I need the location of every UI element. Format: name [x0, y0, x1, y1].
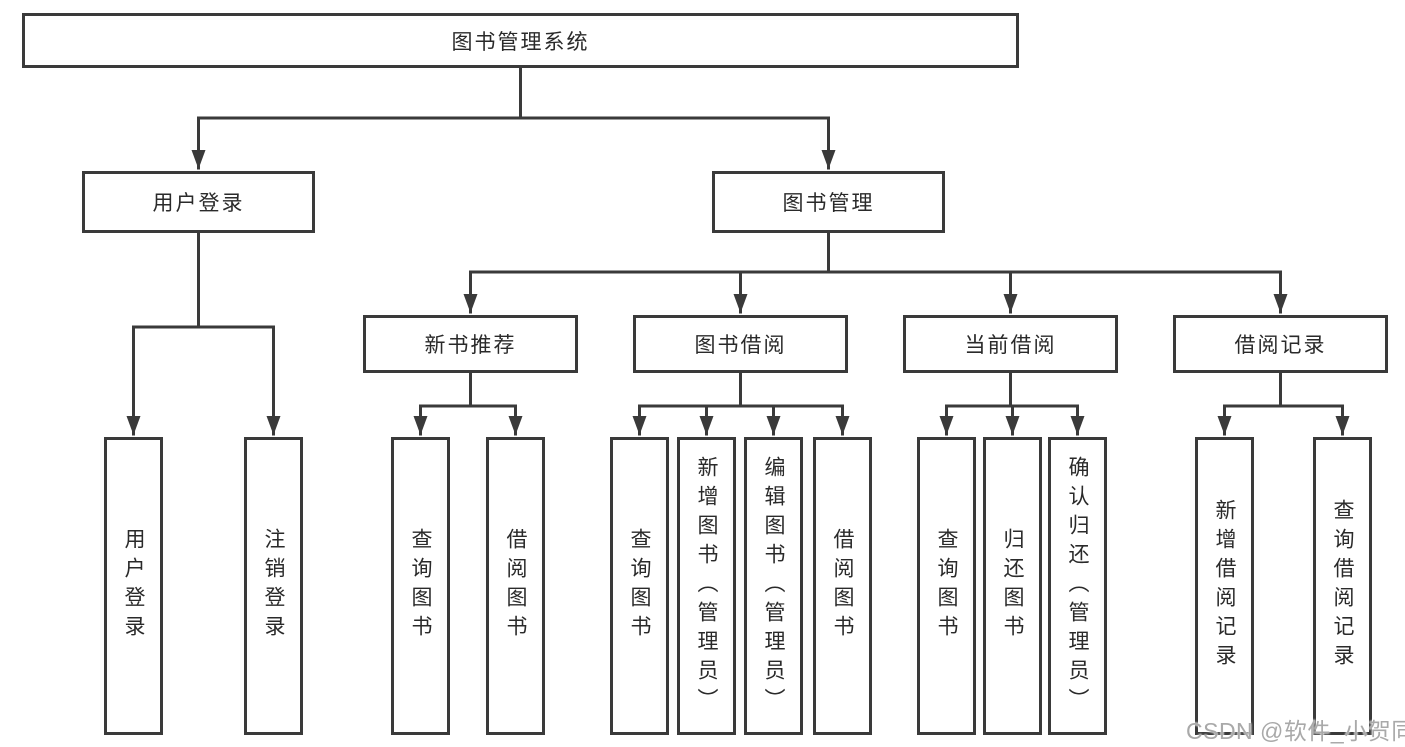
- leaf-bb-query-book: 查询图书: [610, 437, 669, 735]
- node-label: 图书管理: [782, 192, 875, 215]
- node-label: 查询图书: [628, 528, 651, 644]
- node-label: 图书借阅: [694, 334, 787, 357]
- node-label: 新增图书（管理员）: [695, 455, 718, 717]
- node-new-book-recommend: 新书推荐: [363, 315, 578, 373]
- leaf-nbr-query-book: 查询图书: [391, 437, 450, 735]
- node-user-login: 用户登录: [82, 171, 315, 233]
- node-label: 编辑图书（管理员）: [762, 455, 785, 717]
- node-label: 查询借阅记录: [1331, 499, 1354, 673]
- leaf-cb-return-book: 归还图书: [983, 437, 1042, 735]
- node-label: 查询图书: [935, 528, 958, 644]
- leaf-cb-query-book: 查询图书: [917, 437, 976, 735]
- leaf-br-query-record: 查询借阅记录: [1313, 437, 1372, 735]
- leaf-br-add-record: 新增借阅记录: [1195, 437, 1254, 735]
- leaf-bb-edit-book-admin: 编辑图书（管理员）: [744, 437, 803, 735]
- leaf-cb-confirm-return-admin: 确认归还（管理员）: [1048, 437, 1107, 735]
- csdn-watermark: CSDN @软件_小贺同学: [1186, 718, 1405, 744]
- node-book-borrow: 图书借阅: [633, 315, 848, 373]
- node-label: 借阅图书: [504, 528, 527, 644]
- node-label: 注销登录: [262, 528, 285, 644]
- node-label: 当前借阅: [964, 334, 1057, 357]
- node-label: 用户登录: [122, 528, 145, 644]
- node-borrow-record: 借阅记录: [1173, 315, 1388, 373]
- node-label: 确认归还（管理员）: [1066, 455, 1089, 717]
- node-root: 图书管理系统: [22, 13, 1019, 68]
- node-label: 用户登录: [152, 192, 245, 215]
- node-label: 新书推荐: [424, 334, 517, 357]
- leaf-logout: 注销登录: [244, 437, 303, 735]
- node-label: 新增借阅记录: [1213, 499, 1236, 673]
- node-current-borrow: 当前借阅: [903, 315, 1118, 373]
- node-label: 借阅图书: [831, 528, 854, 644]
- node-label: 查询图书: [409, 528, 432, 644]
- leaf-nbr-borrow-book: 借阅图书: [486, 437, 545, 735]
- node-label: 图书管理系统: [451, 30, 590, 54]
- node-book-management: 图书管理: [712, 171, 945, 233]
- leaf-bb-add-book-admin: 新增图书（管理员）: [677, 437, 736, 735]
- node-label: 归还图书: [1001, 528, 1024, 644]
- node-label: 借阅记录: [1234, 334, 1327, 357]
- leaf-user-login: 用户登录: [104, 437, 163, 735]
- leaf-bb-borrow-book: 借阅图书: [813, 437, 872, 735]
